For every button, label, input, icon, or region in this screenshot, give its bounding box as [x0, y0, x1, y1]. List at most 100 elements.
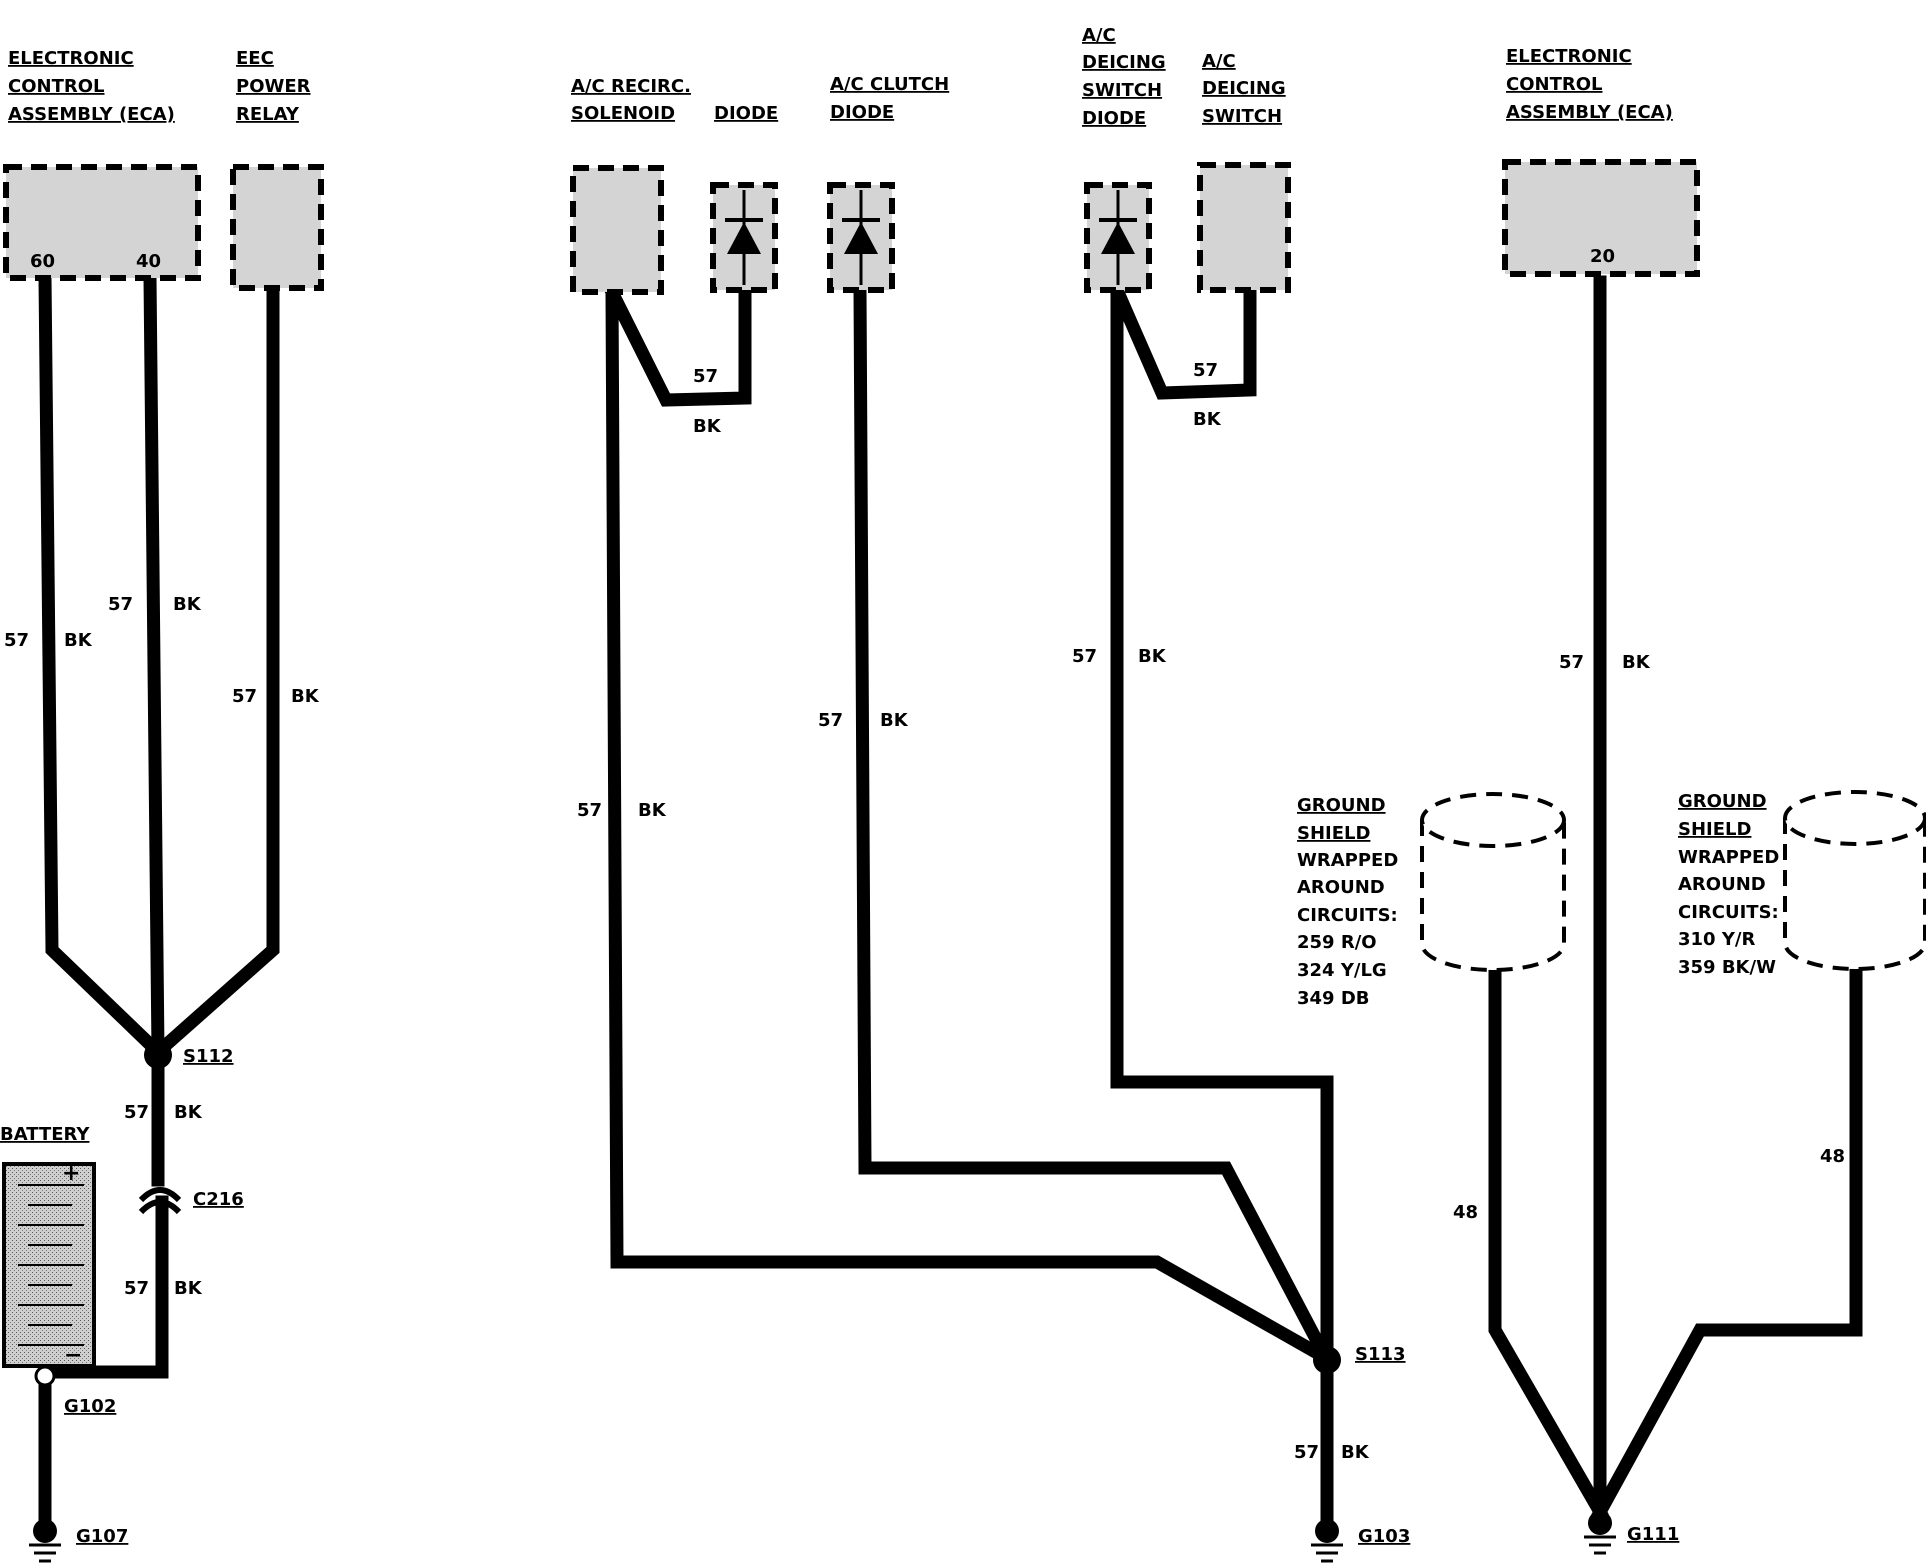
- eca-left-pin-40: 40: [136, 251, 161, 272]
- color-label: BK: [1138, 646, 1167, 667]
- recirc-solenoid-box: [570, 165, 664, 295]
- svg-text:C216: C216: [193, 1189, 244, 1210]
- svg-text:POWER: POWER: [236, 76, 311, 97]
- wire-eca-pin40: [143, 271, 165, 1059]
- svg-text:G103: G103: [1358, 1526, 1410, 1547]
- color-label: BK: [880, 710, 909, 731]
- ground-g111: G111: [1584, 1511, 1679, 1555]
- color-label: BK: [638, 800, 667, 821]
- eec-relay-title: EEC POWER RELAY: [236, 48, 311, 125]
- eca-right-box: [1502, 159, 1700, 277]
- wire-clutch-diode: [853, 283, 1335, 1367]
- components: [3, 159, 1700, 295]
- circuit-label: 57: [693, 366, 718, 387]
- color-label: BK: [173, 594, 202, 615]
- svg-text:ASSEMBLY (ECA): ASSEMBLY (ECA): [8, 104, 175, 125]
- color-label: BK: [1622, 652, 1651, 673]
- svg-text:WRAPPED: WRAPPED: [1297, 850, 1398, 871]
- shield-circuit-label: 48: [1453, 1202, 1478, 1223]
- svg-text:G107: G107: [76, 1526, 128, 1547]
- ground-icon: [1584, 1511, 1616, 1555]
- splice-s113: S113: [1313, 1344, 1406, 1374]
- circuit-label: 57: [108, 594, 133, 615]
- svg-text:359 BK/W: 359 BK/W: [1678, 957, 1776, 978]
- svg-text:G111: G111: [1627, 1524, 1679, 1545]
- deicing-switch-box: [1197, 162, 1291, 293]
- svg-text:DIODE: DIODE: [714, 103, 778, 124]
- splice-s112: S112: [144, 1041, 234, 1069]
- wire-recirc-diode-jumper: [603, 283, 752, 407]
- svg-text:A/C: A/C: [1082, 25, 1116, 46]
- svg-text:SWITCH: SWITCH: [1202, 106, 1282, 127]
- wire-deicing-diode-jumper: [1108, 281, 1257, 400]
- shield-icon: [1420, 792, 1566, 972]
- svg-text:GROUND: GROUND: [1297, 795, 1386, 816]
- wires: [38, 271, 1863, 1527]
- svg-text:DEICING: DEICING: [1082, 52, 1166, 73]
- svg-text:CONTROL: CONTROL: [8, 76, 105, 97]
- svg-text:ELECTRONIC: ELECTRONIC: [8, 48, 134, 69]
- splice-dot: [1313, 1346, 1341, 1374]
- circuit-label: 57: [1072, 646, 1097, 667]
- svg-text:ASSEMBLY (ECA): ASSEMBLY (ECA): [1506, 102, 1673, 123]
- svg-text:GROUND: GROUND: [1678, 791, 1767, 812]
- circuit-label: 57: [232, 686, 257, 707]
- svg-text:SWITCH: SWITCH: [1082, 80, 1162, 101]
- battery-minus: −: [64, 1343, 82, 1368]
- svg-text:ELECTRONIC: ELECTRONIC: [1506, 46, 1632, 67]
- ground-g107: G107: [29, 1519, 128, 1563]
- clutch-diode-title: A/C CLUTCH DIODE: [830, 74, 949, 123]
- wire-shield2-48: [1591, 963, 1863, 1521]
- svg-text:EEC: EEC: [236, 48, 274, 69]
- circuit-label: 57: [1294, 1442, 1319, 1463]
- svg-text:SHIELD: SHIELD: [1678, 819, 1751, 840]
- eca-right-pin-20: 20: [1590, 246, 1615, 267]
- connector-icon: [138, 1187, 182, 1203]
- svg-text:S112: S112: [183, 1046, 234, 1067]
- svg-text:349 DB: 349 DB: [1297, 988, 1370, 1009]
- color-label: BK: [1341, 1442, 1370, 1463]
- wire-deicing-diode: [1110, 283, 1334, 1365]
- svg-text:S113: S113: [1355, 1344, 1406, 1365]
- battery-plus: +: [62, 1161, 80, 1186]
- ground-g102: G102: [64, 1396, 116, 1417]
- svg-text:A/C RECIRC.: A/C RECIRC.: [571, 76, 691, 97]
- wire-shield1-48: [1488, 965, 1609, 1521]
- eec-relay-box: [230, 164, 324, 291]
- wire-labels: 57 BK 57 BK 57 BK 57 BK 57 BK 57 BK 57 B…: [4, 360, 1845, 1463]
- color-label: BK: [174, 1278, 203, 1299]
- circuit-label: 57: [1559, 652, 1584, 673]
- svg-text:A/C: A/C: [1202, 51, 1236, 72]
- color-label: BK: [291, 686, 320, 707]
- ground-shield-2: GROUND SHIELD WRAPPED AROUND CIRCUITS: 3…: [1678, 790, 1926, 978]
- color-label: BK: [64, 630, 93, 651]
- wire-eec-relay: [148, 281, 280, 1062]
- wire-c216-battery: [38, 1195, 169, 1379]
- deicing-diode-icon: [1099, 190, 1137, 285]
- eca-left-box: [3, 164, 201, 281]
- circuit-label: 57: [4, 630, 29, 651]
- svg-text:310 Y/R: 310 Y/R: [1678, 929, 1755, 950]
- splice-dot: [144, 1041, 172, 1069]
- battery-label: BATTERY: [0, 1124, 90, 1145]
- eca-left-pin-60: 60: [30, 251, 55, 272]
- deicing-diode-title: A/C DEICING SWITCH DIODE: [1082, 25, 1166, 129]
- shield-icon: [1783, 790, 1926, 971]
- color-label: BK: [693, 416, 722, 437]
- svg-text:WRAPPED: WRAPPED: [1678, 847, 1779, 868]
- svg-text:A/C CLUTCH: A/C CLUTCH: [830, 74, 949, 95]
- circuit-label: 57: [124, 1278, 149, 1299]
- ground-g103: G103: [1311, 1519, 1410, 1563]
- battery-terminal: [34, 1365, 56, 1387]
- svg-text:SOLENOID: SOLENOID: [571, 103, 675, 124]
- svg-text:CIRCUITS:: CIRCUITS:: [1297, 905, 1398, 926]
- svg-text:SHIELD: SHIELD: [1297, 823, 1370, 844]
- color-label: BK: [1193, 409, 1222, 430]
- svg-text:AROUND: AROUND: [1297, 877, 1385, 898]
- clutch-diode-icon: [842, 190, 880, 285]
- circuit-label: 57: [577, 800, 602, 821]
- ground-icon: [1311, 1519, 1343, 1563]
- color-label: BK: [174, 1102, 203, 1123]
- svg-text:259 R/O: 259 R/O: [1297, 932, 1377, 953]
